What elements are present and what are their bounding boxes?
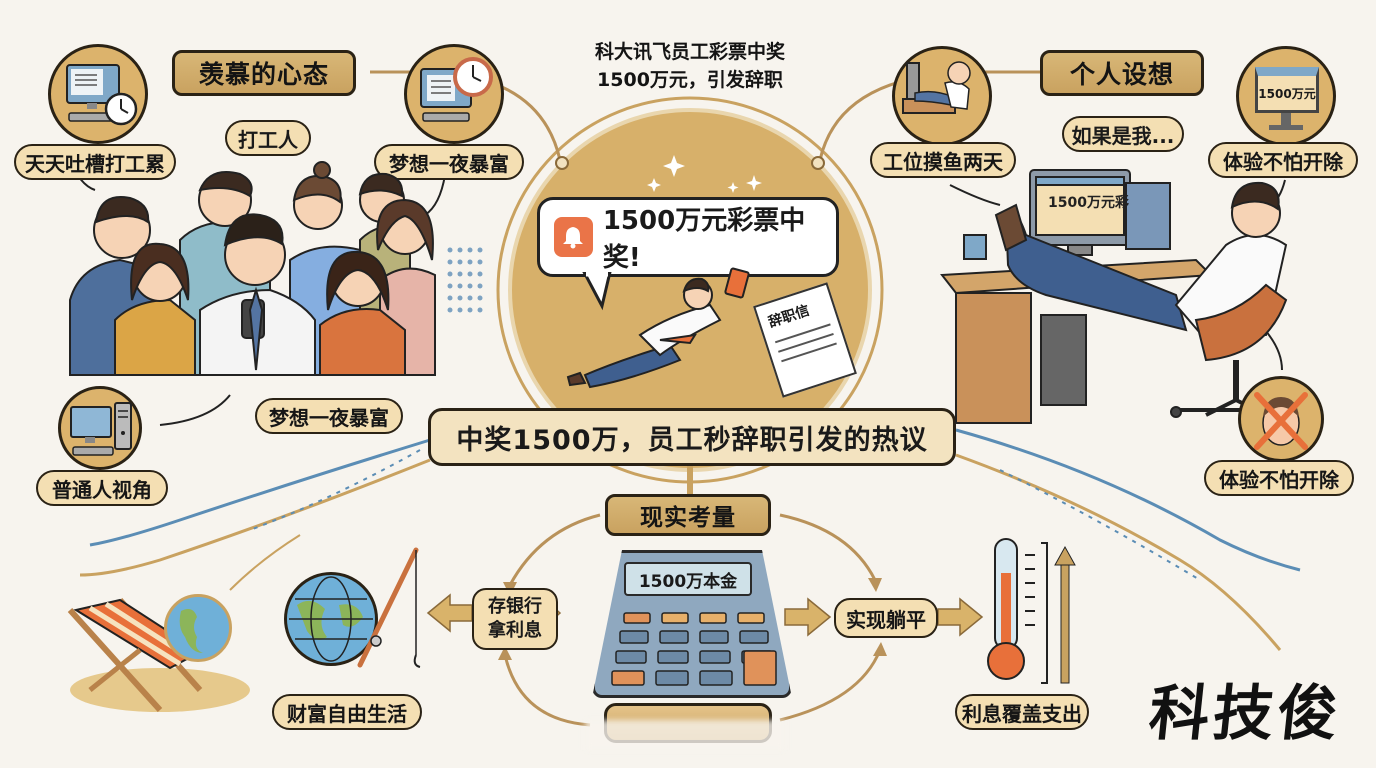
pill-ordinary-perspective: 普通人视角 <box>36 470 168 506</box>
pill-complain-work: 天天吐槽打工累 <box>14 144 176 180</box>
relaxed-worker-desk-illustration: 1500万元彩 <box>940 169 1302 424</box>
office-workers-crowd-illustration <box>69 161 436 376</box>
globe-icon <box>284 572 378 666</box>
pill-dream-rich: 梦想一夜暴富 <box>374 144 524 180</box>
bank-line-1: 存银行 <box>488 596 542 617</box>
personal-idea-label: 个人设想 <box>1040 50 1204 96</box>
calculator-display: 1500万本金 <box>624 562 752 596</box>
desk-monitor-text: 1500万元彩 <box>1048 194 1129 211</box>
watermark-signature: 科技俊 <box>1145 679 1346 749</box>
monitor-jackpot-icon: 1500万元 <box>1236 46 1336 146</box>
title-line-2: 1500万元，引发辞职 <box>597 69 783 91</box>
pill-not-fear-fired: 体验不怕开除 <box>1208 142 1358 178</box>
pill-financial-freedom: 财富自由生活 <box>272 694 422 730</box>
reality-consideration-label: 现实考量 <box>605 494 771 536</box>
thermometer-icon <box>987 538 1076 684</box>
slacking-worker-icon <box>892 46 992 146</box>
bank-line-2: 拿利息 <box>488 620 542 641</box>
small-globe-icon <box>164 594 232 662</box>
pill-interest-covers-expenses: 利息覆盖支出 <box>955 694 1089 730</box>
calculator-keys <box>611 612 777 686</box>
monitor-clock-icon <box>48 44 148 144</box>
no-firing-icon <box>1238 376 1324 462</box>
speech-bubble-worker: 打工人 <box>225 120 311 156</box>
pill-dream-rich-2: 梦想一夜暴富 <box>255 398 403 434</box>
page-title: 科大讯飞员工彩票中奖 1500万元，引发辞职 <box>560 38 820 94</box>
obscuring-blur <box>585 720 785 750</box>
desktop-computer-icon <box>58 386 142 470</box>
lottery-notification-bubble: 1500万元彩票中奖! <box>537 197 839 277</box>
speech-bubble-if-me: 如果是我... <box>1062 116 1184 152</box>
bank-interest-box: 存银行 拿利息 <box>472 588 558 650</box>
main-headline: 中奖1500万，员工秒辞职引发的热议 <box>428 408 956 466</box>
title-line-1: 科大讯飞员工彩票中奖 <box>594 41 785 63</box>
fishing-rod-icon <box>357 547 421 668</box>
bubble-tail <box>582 272 612 311</box>
bell-icon <box>554 217 593 257</box>
pill-lie-flat: 实现躺平 <box>834 598 938 638</box>
flying-man-illustration <box>566 267 750 389</box>
computer-clock-icon <box>404 44 504 144</box>
notification-text: 1500万元彩票中奖! <box>602 206 806 273</box>
envy-mindset-label: 羡慕的心态 <box>172 50 356 96</box>
pill-slack-two-days: 工位摸鱼两天 <box>870 142 1016 178</box>
monitor-small-screen: 1500万元 <box>1255 67 1319 113</box>
pill-not-fear-fired-2: 体验不怕开除 <box>1204 460 1354 496</box>
